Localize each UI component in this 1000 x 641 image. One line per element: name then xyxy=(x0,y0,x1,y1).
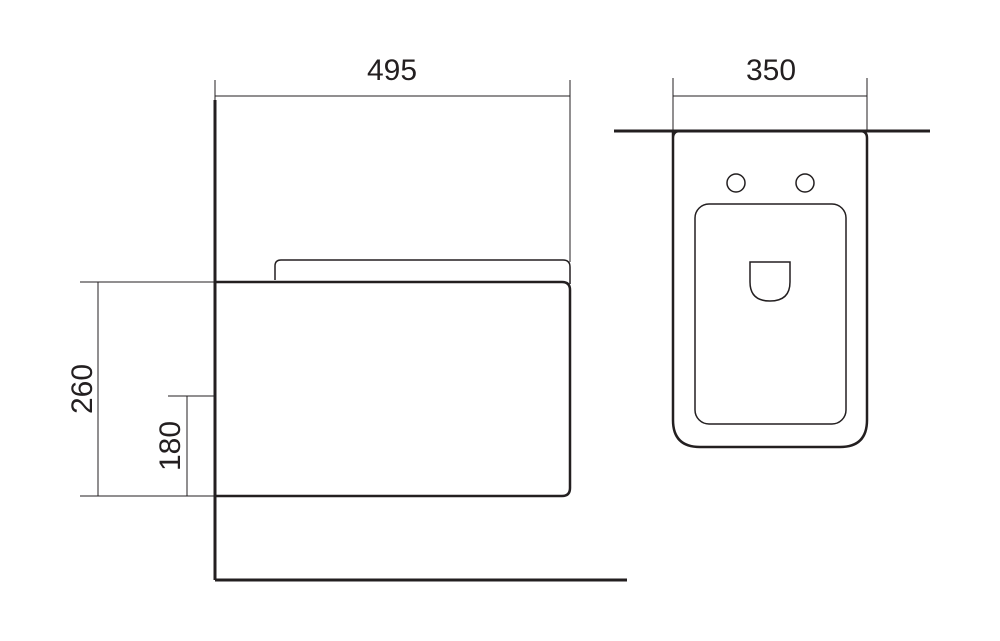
mounting-hole-right xyxy=(795,173,815,193)
top-view: 350 xyxy=(614,54,930,449)
side-view: 495 260 180 xyxy=(66,54,627,582)
drain-outlet xyxy=(749,261,791,302)
dim-180-label: 180 xyxy=(154,421,187,471)
dim-495-label: 495 xyxy=(367,54,417,87)
dim-350-label: 350 xyxy=(746,54,796,87)
bowl-outline-top xyxy=(671,129,869,449)
bowl-body xyxy=(215,280,572,498)
mounting-hole-left xyxy=(726,173,746,193)
inner-bowl xyxy=(694,203,847,425)
dim-260-label: 260 xyxy=(66,364,99,414)
seat-lid-outline xyxy=(274,259,571,284)
